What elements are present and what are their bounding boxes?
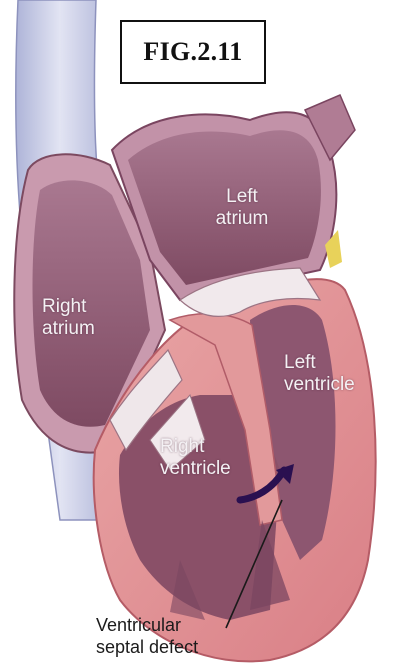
figure-label-box: FIG.2.11 xyxy=(120,20,266,84)
ventricular-septal-defect-label: Ventricular septal defect xyxy=(96,614,226,658)
right-atrium-label: Right atrium xyxy=(42,296,122,340)
left-atrium-label: Left atrium xyxy=(206,186,278,230)
right-ventricle-label: Right ventricle xyxy=(160,436,250,480)
left-ventricle-label: Left ventricle xyxy=(284,352,374,396)
figure-label: FIG.2.11 xyxy=(143,37,242,67)
